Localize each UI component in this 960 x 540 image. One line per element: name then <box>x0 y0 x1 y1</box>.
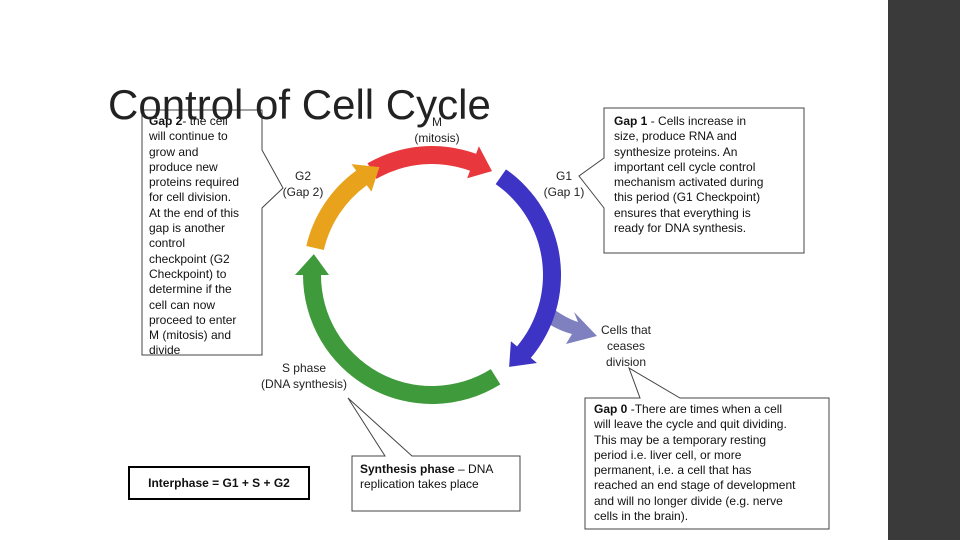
gap1-line: - Cells increase in <box>647 114 747 128</box>
gap2-line: proteins required <box>149 175 240 190</box>
g2-phase-name: G2 <box>294 169 311 183</box>
gap2-line: - the cell <box>182 114 228 128</box>
synthesis-callout-text: Synthesis phase – DNA replication takes … <box>360 462 518 493</box>
gap2-line: M (mitosis) and <box>149 328 232 343</box>
gap1-line: mechanism activated during <box>614 175 764 190</box>
s-phase-arc <box>295 254 501 405</box>
gap1-line: ready for DNA synthesis. <box>614 221 747 236</box>
cycle-arcs <box>295 146 597 405</box>
gap0-line: This may be a temporary resting <box>594 432 767 447</box>
gap1-line: this period (G1 Checkpoint) <box>614 190 761 205</box>
gap0-callout-text: Gap 0 -There are times when a cell will … <box>594 402 826 524</box>
synthesis-line: – DNA <box>454 462 494 476</box>
gap2-line: produce new <box>149 159 218 174</box>
cell-cycle-diagram <box>141 107 830 530</box>
slide-title: Control of Cell Cycle <box>108 81 491 128</box>
g1-phase-arc <box>495 169 561 367</box>
gap2-line: Checkpoint) to <box>149 266 227 281</box>
gap0-line: -There are times when a cell <box>627 402 783 416</box>
gap2-line: gap is another <box>149 221 226 236</box>
gap2-line: determine if the <box>149 282 232 297</box>
gap1-line: size, produce RNA and <box>614 129 737 144</box>
s-phase-desc: (DNA synthesis) <box>260 377 348 391</box>
gap2-line: grow and <box>149 144 199 159</box>
gap2-line: will continue to <box>149 129 228 144</box>
gap2-heading: Gap 2 <box>149 114 183 128</box>
g1-phase-label: G1 (Gap 1) <box>534 168 594 200</box>
g1-phase-desc: (Gap 1) <box>543 185 585 199</box>
g2-phase-arc <box>306 164 380 251</box>
gap2-line: checkpoint (G2 <box>149 251 230 266</box>
synthesis-heading: Synthesis phase <box>360 462 455 476</box>
gap1-heading: Gap 1 <box>614 114 648 128</box>
gap0-line: cells in the brain). <box>594 509 689 524</box>
gap2-line: At the end of this <box>149 205 240 220</box>
gap1-callout-box <box>578 107 805 254</box>
s-phase-label: S phase (DNA synthesis) <box>252 360 356 392</box>
m-phase-desc: (mitosis) <box>414 131 460 145</box>
gap2-line: control <box>149 236 186 251</box>
s-phase-name: S phase <box>281 361 327 375</box>
gap2-line: cell can now <box>149 297 216 312</box>
synthesis-callout-box <box>347 397 521 512</box>
g2-phase-desc: (Gap 2) <box>282 185 324 199</box>
gap0-line: will leave the cycle and quit dividing. <box>594 417 787 432</box>
g0-exit-line1: Cells that <box>600 323 652 337</box>
gap2-callout-box <box>141 109 284 356</box>
gap0-line: and will no longer divide (e.g. nerve <box>594 493 783 508</box>
synthesis-line: replication takes place <box>360 477 479 492</box>
g0-exit-line3: division <box>605 355 647 369</box>
gap0-callout-box <box>584 366 830 530</box>
gap0-heading: Gap 0 <box>594 402 628 416</box>
gap1-line: ensures that everything is <box>614 205 751 220</box>
g2-phase-label: G2 (Gap 2) <box>276 168 330 200</box>
m-phase-arc <box>367 146 492 179</box>
g1-phase-name: G1 <box>555 169 572 183</box>
gap0-line: permanent, i.e. a cell that has <box>594 463 752 478</box>
interphase-formula-box: Interphase = G1 + S + G2 <box>128 466 310 500</box>
gap1-line: important cell cycle control <box>614 159 756 174</box>
gap2-line: proceed to enter <box>149 312 237 327</box>
g0-exit-label: Cells that ceases division <box>592 322 660 370</box>
sidebar-strip <box>888 0 960 540</box>
gap1-line: synthesize proteins. An <box>614 144 738 159</box>
gap2-callout-text: Gap 2- the cell will continue to grow an… <box>149 114 261 354</box>
m-phase-name: M <box>432 115 442 129</box>
m-phase-label: M (mitosis) <box>402 114 472 146</box>
gap1-callout-text: Gap 1 - Cells increase in size, produce … <box>614 114 802 236</box>
gap2-line: divide <box>149 343 181 354</box>
gap2-line: for cell division. <box>149 190 232 205</box>
gap0-line: reached an end stage of development <box>594 478 796 493</box>
gap0-line: period i.e. liver cell, or more <box>594 447 742 462</box>
g0-exit-line2: ceases <box>606 339 646 353</box>
